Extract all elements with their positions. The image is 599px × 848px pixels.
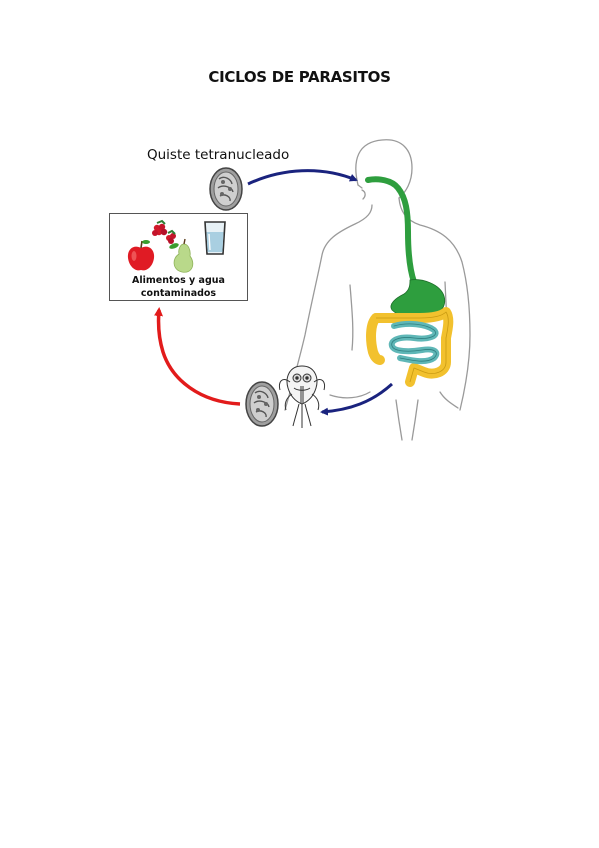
arrow-excretion <box>320 382 394 416</box>
cyst-label: Quiste tetranucleado <box>147 147 290 163</box>
small-intestine <box>388 320 440 365</box>
food-box-line2: contaminados <box>140 288 217 299</box>
food-box-line1: Alimentos y agua <box>132 275 225 286</box>
water-glass-icon <box>204 221 226 255</box>
cyst-icon-top <box>209 167 243 211</box>
trophozoite-icon <box>279 365 325 428</box>
cyst-icon-bottom <box>245 381 279 427</box>
arrow-ingestion <box>247 169 358 186</box>
pear-icon <box>169 238 194 273</box>
apple-icon <box>127 240 155 271</box>
arrow-contamination <box>154 307 241 406</box>
large-intestine <box>366 307 454 387</box>
esophagus-stomach <box>365 176 446 319</box>
food-illustration <box>127 219 226 273</box>
food-box-caption: Alimentos y agua contaminados <box>110 274 247 300</box>
page-title: CICLOS DE PARASITOS <box>208 68 391 86</box>
raspberry-icon <box>152 219 176 244</box>
contaminated-food-box: Alimentos y agua contaminados <box>109 213 248 301</box>
